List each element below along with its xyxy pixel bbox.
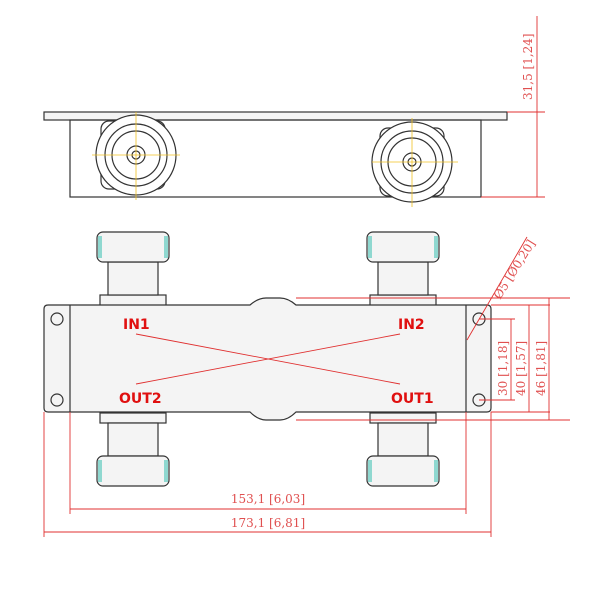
housing-side [69, 119, 482, 198]
height-dim-text: 31,5 [1,24] [521, 33, 535, 100]
connector-face-right [371, 118, 458, 207]
mounting-plate [43, 111, 508, 121]
top-view: IN1 IN2 OUT2 OUT1 30 [1,18] 40 [1,57] 46… [43, 231, 570, 537]
height-dimension: 31,5 [1,24] [481, 16, 545, 198]
path-in2-out2 [135, 333, 401, 385]
mounting-hole [50, 312, 64, 326]
hole-dim-text: Ø5 [Ø0,20] [491, 237, 538, 301]
body-width-text: 40 [1,57] [514, 341, 528, 396]
dimension-lines [43, 236, 570, 537]
side-view: 31,5 [1,24] [43, 16, 545, 207]
label-out1: OUT1 [391, 391, 434, 407]
label-out2: OUT2 [119, 391, 162, 407]
total-length-text: 173,1 [6,81] [231, 516, 305, 530]
hole-spacing-text: 30 [1,18] [496, 341, 510, 396]
total-width-text: 46 [1,81] [534, 341, 548, 396]
connector-face-left [92, 112, 180, 200]
connector-out2 [96, 412, 170, 487]
mounting-hole [50, 393, 64, 407]
body-length-text: 153,1 [6,03] [231, 492, 305, 506]
label-in1: IN1 [123, 317, 150, 333]
connector-in1 [96, 231, 170, 307]
connector-out1 [366, 412, 440, 487]
label-in2: IN2 [398, 317, 425, 333]
connector-in2 [366, 231, 440, 307]
